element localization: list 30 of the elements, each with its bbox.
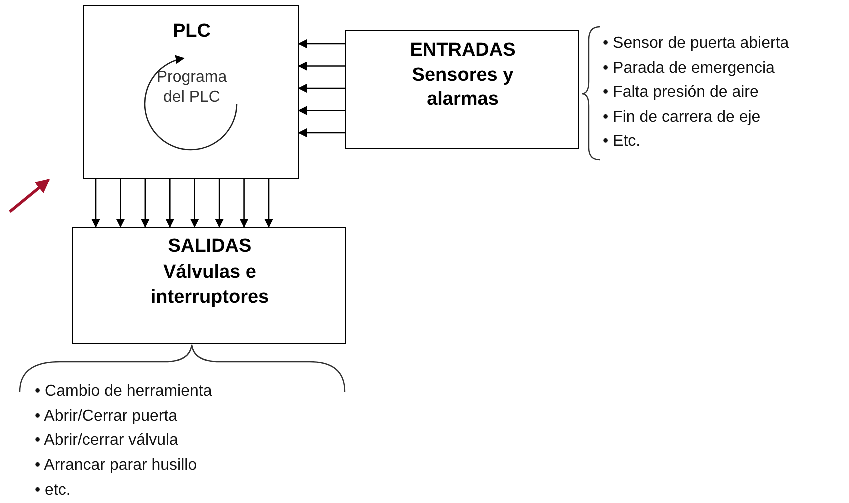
arrow	[166, 179, 175, 228]
list-item: • Sensor de puerta abierta	[603, 35, 790, 53]
box-title: SALIDAS Válvulas e interruptores	[150, 235, 270, 310]
arrow	[298, 40, 345, 48]
arrow	[92, 179, 100, 228]
process-box	[72, 227, 346, 344]
box-title: ENTRADAS Sensores y alarmas	[409, 39, 517, 112]
list-item: • Abrir/Cerrar puerta	[35, 408, 178, 426]
list-item: • Arrancar parar husillo	[35, 457, 198, 476]
arrow	[264, 179, 274, 228]
list-item: • Falta presión de aire	[603, 84, 759, 102]
arrow	[9, 178, 50, 214]
list-item: • Fin de carrera de eje	[603, 108, 761, 126]
list-item: • Etc.	[603, 133, 641, 151]
list-item: • Cambio de herramienta	[35, 383, 212, 401]
arrow	[298, 62, 345, 71]
list-item: • Abrir/cerrar válvula	[35, 432, 178, 450]
arrow	[298, 84, 345, 93]
box-title: PLC	[172, 20, 212, 44]
box-text: Programa del PLC	[156, 68, 228, 108]
arrow	[140, 179, 150, 228]
arrow	[190, 179, 200, 228]
list-item: • etc.	[35, 482, 71, 500]
arrow	[215, 179, 224, 228]
arrow	[298, 128, 345, 138]
arrow	[298, 106, 345, 116]
arrow	[240, 179, 249, 228]
arrow	[116, 179, 126, 228]
process-box	[345, 30, 579, 149]
list-item: • Parada de emergencia	[603, 60, 775, 78]
